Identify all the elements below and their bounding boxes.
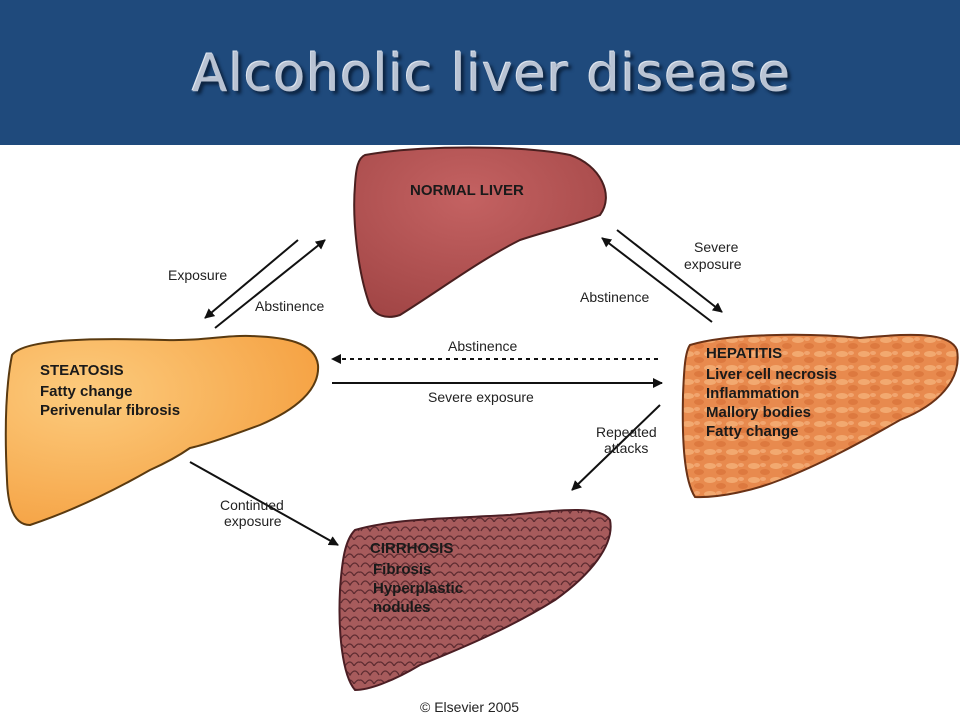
slide-title: Alcoholic liver disease: [192, 44, 792, 104]
label-exposure: Exposure: [168, 267, 227, 283]
arrow-exposure: [204, 239, 299, 319]
hepatitis-liver: HEPATITIS Liver cell necrosis Inflammati…: [681, 333, 959, 499]
label-abstinence-middle: Abstinence: [448, 338, 517, 354]
hepatitis-label: HEPATITIS: [706, 345, 782, 362]
cirrhosis-liver-shape: [338, 509, 612, 692]
arrow-severe-exposure-top: [616, 229, 723, 313]
normal-liver: NORMAL LIVER: [353, 146, 607, 318]
steatosis-detail-1: Fatty change: [40, 383, 133, 400]
label-continued-exposure-1: Continued: [220, 497, 284, 513]
copyright-notice: © Elsevier 2005: [420, 699, 519, 715]
cirrhosis-detail-2: Hyperplastic: [373, 580, 463, 597]
hepatitis-detail-4: Fatty change: [706, 423, 799, 440]
cirrhosis-detail-3: nodules: [373, 599, 431, 616]
cirrhosis-liver: CIRRHOSIS Fibrosis Hyperplastic nodules: [338, 509, 612, 692]
cirrhosis-label: CIRRHOSIS: [370, 540, 453, 557]
hepatitis-liver-shape: [681, 333, 959, 499]
steatosis-liver-shape: [4, 334, 320, 527]
arrow-abstinence-left: [214, 239, 326, 329]
label-repeated-attacks-1: Repeated: [596, 424, 657, 440]
label-severe-exposure-middle: Severe exposure: [428, 389, 534, 405]
steatosis-detail-2: Perivenular fibrosis: [40, 402, 180, 419]
normal-liver-shape: [353, 146, 607, 318]
steatosis-liver: STEATOSIS Fatty change Perivenular fibro…: [4, 334, 320, 527]
arrow-continued-exposure: [189, 461, 339, 546]
hepatitis-detail-3: Mallory bodies: [706, 404, 811, 421]
arrow-abstinence-right: [601, 237, 713, 323]
label-abstinence-right: Abstinence: [580, 289, 649, 305]
steatosis-label: STEATOSIS: [40, 362, 124, 379]
hepatitis-detail-2: Inflammation: [706, 385, 799, 402]
label-continued-exposure-2: exposure: [224, 513, 282, 529]
label-severe-exposure-top-1: Severe: [694, 239, 739, 255]
label-repeated-attacks-2: attacks: [604, 440, 648, 456]
normal-liver-label: NORMAL LIVER: [410, 182, 524, 199]
hepatitis-detail-1: Liver cell necrosis: [706, 366, 837, 383]
cirrhosis-detail-1: Fibrosis: [373, 561, 431, 578]
label-abstinence-left: Abstinence: [255, 298, 324, 314]
title-banner: [0, 0, 960, 145]
label-severe-exposure-top-2: exposure: [684, 256, 742, 272]
arrow-repeated-attacks: [571, 404, 661, 491]
